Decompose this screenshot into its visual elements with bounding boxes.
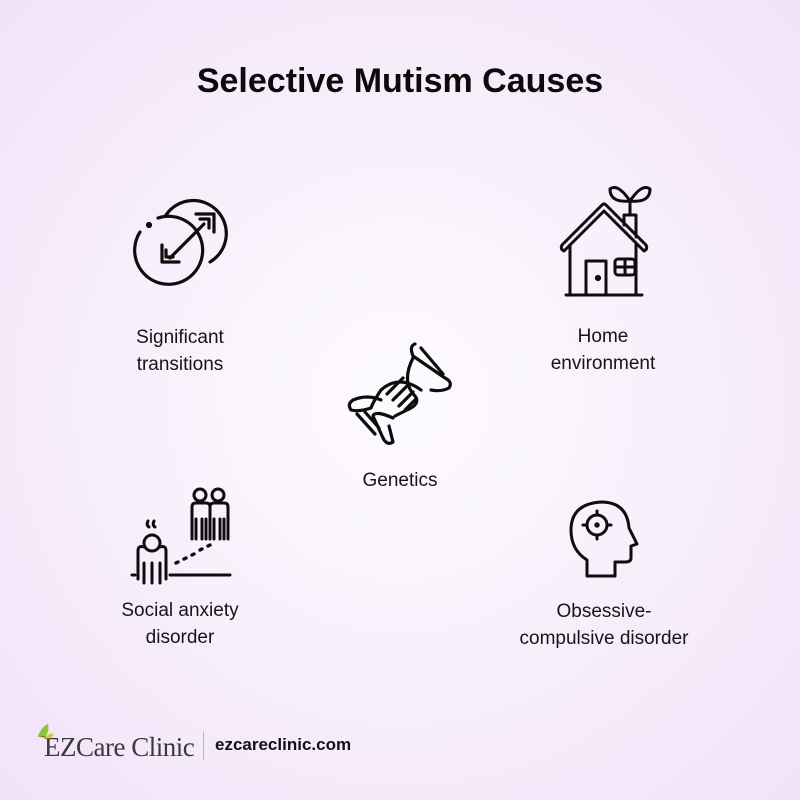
- dna-icon: [345, 338, 457, 448]
- label-significant-transitions: Significant transitions: [100, 324, 260, 378]
- label-line: Genetics: [362, 470, 438, 491]
- transition-arrows-icon: [126, 190, 236, 290]
- website-link[interactable]: ezcareclinic.com: [215, 735, 352, 754]
- leaf-icon: [37, 724, 54, 739]
- label-line: transitions: [136, 354, 224, 375]
- label-line: Significant: [136, 327, 224, 348]
- label-line: Home: [577, 326, 629, 347]
- label-genetics: Genetics: [320, 467, 480, 494]
- house-with-plant-icon: [558, 185, 652, 297]
- label-obsessive-compulsive-disorder: Obsessive- compulsive disorder: [494, 598, 714, 652]
- label-line: environment: [550, 353, 656, 374]
- label-home-environment: Home environment: [523, 323, 683, 377]
- label-line: disorder: [145, 627, 215, 648]
- label-line: Obsessive-: [556, 601, 652, 622]
- brand-logo: EZCare Clinic: [36, 722, 195, 762]
- label-social-anxiety-disorder: Social anxiety disorder: [90, 597, 270, 651]
- brand-name: EZCare Clinic: [44, 732, 195, 762]
- label-line: compulsive disorder: [519, 628, 689, 649]
- label-line: Social anxiety: [121, 600, 239, 621]
- social-anxiety-people-icon: [130, 487, 234, 587]
- footer-divider: [203, 732, 204, 760]
- page-title: Selective Mutism Causes: [196, 62, 604, 100]
- head-target-icon: [569, 500, 641, 578]
